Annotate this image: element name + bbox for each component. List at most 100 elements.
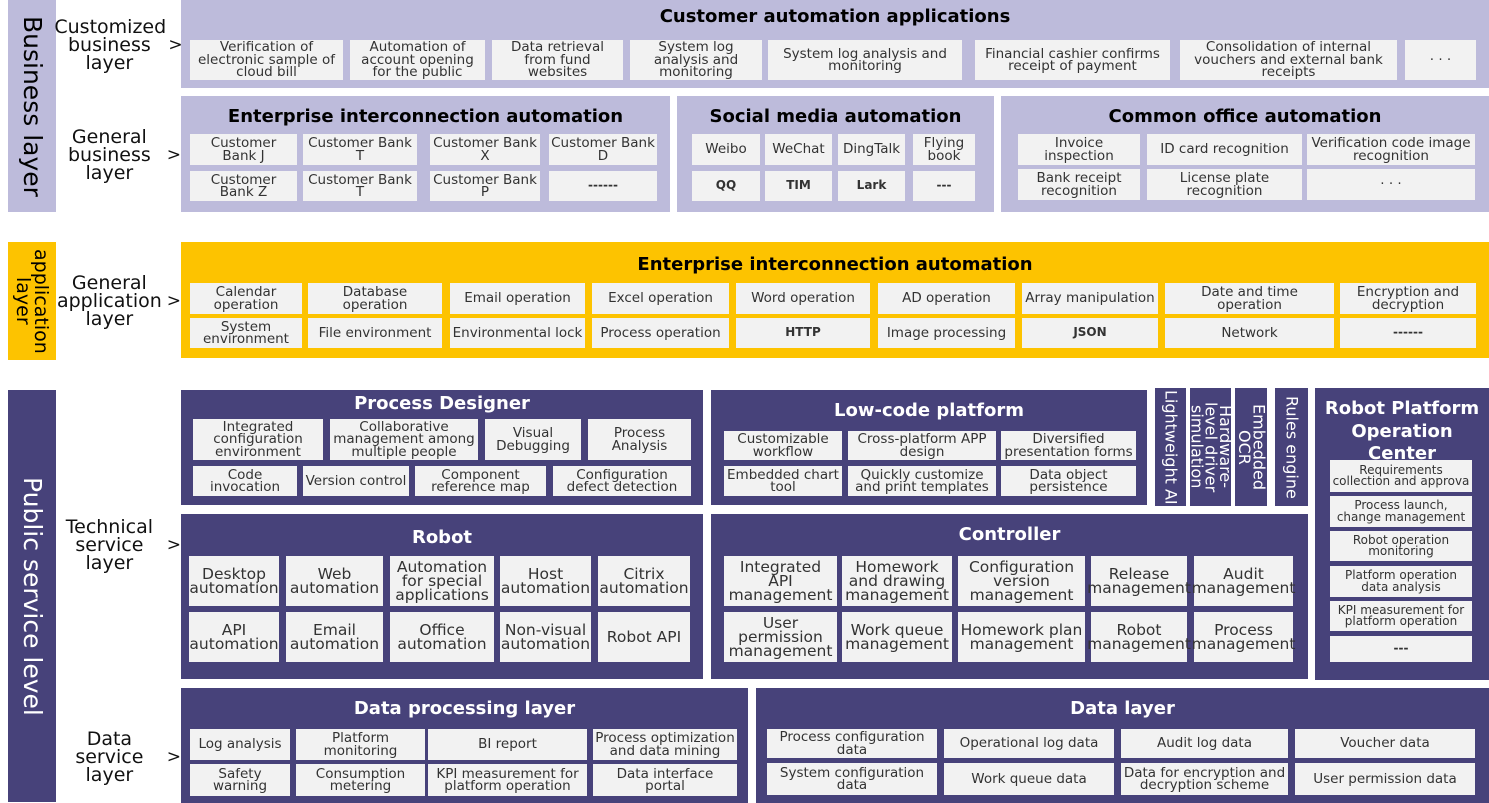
label-text: Customized business layer <box>54 15 167 75</box>
chevron-right-icon: > <box>166 290 181 311</box>
panel-title: Data processing layer <box>353 698 576 719</box>
module-item-image-processing: Image processing <box>878 318 1015 348</box>
module-item-http: HTTP <box>736 318 870 348</box>
module-item-automation-of-account-opening-for-the-public: Automation of account opening for the pu… <box>350 40 485 80</box>
module-item-integrated-api-management: Integrated API management <box>724 556 837 606</box>
module-text: Hardware-level driver simulation <box>1187 401 1236 493</box>
hardware-driver-simulation-module: Hardware-level driver simulation <box>1187 388 1236 506</box>
module-text: Lightweight AI <box>1161 389 1181 505</box>
module-item-citrix-automation: Citrix automation <box>598 556 690 606</box>
module-item-log-analysis: Log analysis <box>190 729 290 760</box>
module-item-file-environment: File environment <box>308 318 442 348</box>
module-item-id-card-recognition: ID card recognition <box>1147 134 1302 165</box>
data-service-layer-label: Data service layer> <box>56 722 181 792</box>
label-text: General business layer <box>67 125 151 185</box>
module-item-quickly-customize-and-print-templates: Quickly customize and print templates <box>848 466 996 496</box>
module-item-diversified-presentation-forms: Diversified presentation forms <box>1001 431 1136 460</box>
rules-engine-module: Rules engine <box>1275 388 1308 506</box>
module-item-collaborative-management-among-multiple-people: Collaborative management among multiple … <box>330 419 478 460</box>
application-layer-label: application layer <box>8 242 56 360</box>
module-item-data-object-persistence: Data object persistence <box>1001 466 1136 496</box>
module-item-process-management: Process management <box>1192 612 1295 662</box>
panel-title: Social media automation <box>709 106 962 127</box>
panel-title: Process Designer <box>354 393 530 414</box>
embedded-ocr-module: Embedded OCR <box>1235 388 1269 506</box>
module-item-: ------ <box>1340 318 1476 348</box>
module-item-system-environment: System environment <box>190 318 302 348</box>
module-item-: --- <box>913 171 975 201</box>
lightweight-ai-module: Lightweight AI <box>1155 388 1186 506</box>
module-item-qq: QQ <box>692 171 760 201</box>
module-item-desktop-automation: Desktop automation <box>189 556 279 606</box>
module-item-bank-receipt-recognition: Bank receipt recognition <box>1018 169 1140 200</box>
module-item-audit-log-data: Audit log data <box>1121 729 1288 758</box>
module-item-user-permission-data: User permission data <box>1295 763 1475 795</box>
module-item-word-operation: Word operation <box>736 283 870 314</box>
module-item-customer-bank-x: Customer Bank X <box>430 134 540 165</box>
module-item-configuration-defect-detection: Configuration defect detection <box>553 466 691 496</box>
panel-title: Data layer <box>1070 698 1175 719</box>
module-item-verification-code-image-recognition: Verification code image recognition <box>1307 134 1475 165</box>
module-item-lark: Lark <box>838 171 905 201</box>
panel-title: Robot Platform Operation Center <box>1324 398 1480 464</box>
module-item-data-interface-portal: Data interface portal <box>593 764 737 796</box>
module-item-operational-log-data: Operational log data <box>944 729 1114 758</box>
panel-title: Common office automation <box>1108 106 1382 127</box>
module-item-robot-operation-monitoring: Robot operation monitoring <box>1330 531 1472 561</box>
module-item-version-control: Version control <box>303 466 409 496</box>
module-item-release-management: Release management <box>1087 556 1191 606</box>
module-item-platform-operation-data-analysis: Platform operation data analysis <box>1330 566 1472 597</box>
module-text: Embedded OCR <box>1235 403 1269 490</box>
module-item-: · · · <box>1307 169 1475 200</box>
module-item-customer-bank-z: Customer Bank Z <box>190 171 297 201</box>
module-item-: --- <box>1330 636 1472 662</box>
module-item-platform-monitoring: Platform monitoring <box>296 729 425 760</box>
module-item-invoice-inspection: Invoice inspection <box>1018 134 1140 165</box>
module-item-homework-and-drawing-management: Homework and drawing management <box>842 556 952 606</box>
technical-service-layer-label: Technical service layer> <box>56 510 181 580</box>
module-item-visual-debugging: Visual Debugging <box>485 419 581 460</box>
panel-title: Enterprise interconnection automation <box>227 106 624 127</box>
panel-title: Controller <box>958 524 1061 545</box>
module-item-calendar-operation: Calendar operation <box>190 283 302 314</box>
module-item-process-optimization-and-data-mining: Process optimization and data mining <box>593 729 737 760</box>
chevron-right-icon: > <box>166 144 181 165</box>
module-item-robot-api: Robot API <box>598 612 690 662</box>
module-item-system-configuration-data: System configuration data <box>767 763 937 795</box>
module-item-weibo: Weibo <box>692 134 760 165</box>
module-item-ad-operation: AD operation <box>878 283 1015 314</box>
module-item-data-for-encryption-and-decryption-scheme: Data for encryption and decryption schem… <box>1121 763 1288 795</box>
module-item-non-visual-automation: Non-visual automation <box>500 612 591 662</box>
module-item-wechat: WeChat <box>765 134 832 165</box>
label-text: General application layer <box>56 271 162 331</box>
module-item-process-analysis: Process Analysis <box>588 419 691 460</box>
module-item-customer-bank-t: Customer Bank T <box>303 171 417 201</box>
module-item-json: JSON <box>1022 318 1158 348</box>
module-item-office-automation: Office automation <box>390 612 494 662</box>
module-item-bi-report: BI report <box>428 729 587 760</box>
panel-title: Robot <box>411 527 473 548</box>
module-item-work-queue-management: Work queue management <box>842 612 952 662</box>
module-item-license-plate-recognition: License plate recognition <box>1147 169 1302 200</box>
business-layer-label: Business layer <box>8 0 56 212</box>
module-item-customer-bank-t: Customer Bank T <box>303 134 417 165</box>
module-item-audit-management: Audit management <box>1192 556 1295 606</box>
module-item-user-permission-management: User permission management <box>724 612 837 662</box>
module-item-array-manipulation: Array manipulation <box>1022 283 1158 314</box>
module-item-kpi-measurement-for-platform-operation: KPI measurement for platform operation <box>428 764 587 796</box>
module-item-component-reference-map: Component reference map <box>415 466 546 496</box>
public-service-level-text: Public service level <box>17 476 47 716</box>
module-item-customer-bank-d: Customer Bank D <box>549 134 657 165</box>
module-item-email-automation: Email automation <box>286 612 383 662</box>
module-text: Rules engine <box>1282 395 1302 499</box>
module-item-process-configuration-data: Process configuration data <box>767 729 937 758</box>
module-item-api-automation: API automation <box>189 612 279 662</box>
module-item-consolidation-of-internal-vouchers-and-external-bank-receipts: Consolidation of internal vouchers and e… <box>1180 40 1397 80</box>
